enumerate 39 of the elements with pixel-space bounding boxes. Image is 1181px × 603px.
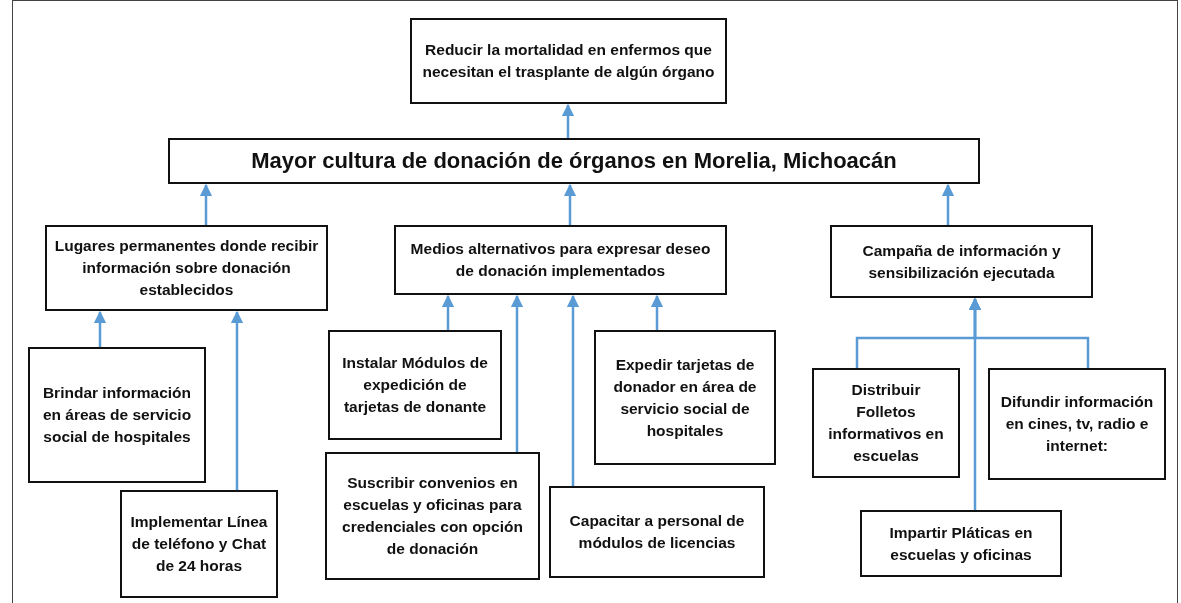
objective-box bbox=[830, 225, 1093, 298]
box-text: Brindar información en áreas de servicio social de hospitales bbox=[41, 383, 193, 447]
box-text: Capacitar a personal de módulos de licencias bbox=[568, 511, 746, 553]
box-text: Lugares permanentes donde recibir información sobre donación establecidos bbox=[53, 236, 320, 300]
box-text: Difundir información en cines, tv, radio e internet: bbox=[999, 392, 1155, 456]
box-text: Impartir Pláticas en escuelas y oficinas bbox=[888, 522, 1034, 565]
arrow bbox=[650, 294, 664, 330]
arrow bbox=[510, 294, 524, 452]
objective-box bbox=[860, 510, 1062, 577]
box-text: Campaña de información y sensibilización ejecutada bbox=[861, 240, 1062, 283]
arrow bbox=[561, 103, 575, 138]
arrow bbox=[230, 310, 244, 490]
box-text: Medios alternativos para expresar deseo de donación implementados bbox=[409, 239, 712, 281]
arrow bbox=[441, 294, 455, 330]
box-text: Expedir tarjetas de donador en área de servicio social de hospitales bbox=[612, 354, 758, 441]
objective-box bbox=[549, 486, 765, 578]
objective-box bbox=[812, 368, 960, 478]
arrow bbox=[93, 310, 107, 347]
arrow bbox=[566, 294, 580, 486]
box-text: Mayor cultura de donación de órganos en Morelia, Michoacán bbox=[251, 148, 897, 174]
box-text: Instalar Módulos de expedición de tarjetas de donante bbox=[341, 353, 489, 417]
objective-box bbox=[328, 330, 502, 440]
box-text: Implementar Línea de teléfono y Chat de 24 horas bbox=[129, 512, 269, 576]
arrow bbox=[968, 297, 982, 510]
arrow bbox=[199, 183, 213, 225]
objective-box bbox=[410, 18, 727, 104]
goal-box bbox=[168, 138, 980, 184]
box-text: Distribuir Folletos informativos en escuelas bbox=[827, 380, 945, 466]
objective-box bbox=[28, 347, 206, 483]
arrow bbox=[563, 183, 577, 225]
objective-box bbox=[45, 225, 328, 311]
arrow bbox=[941, 183, 955, 225]
objective-box bbox=[394, 225, 727, 295]
objective-box bbox=[120, 490, 278, 598]
objective-box bbox=[594, 330, 776, 465]
box-text: Reducir la mortalidad en enfermos que necesitan el trasplante de algún órgano bbox=[421, 40, 716, 82]
objective-box bbox=[325, 452, 540, 580]
objective-box bbox=[988, 368, 1166, 480]
box-text: Suscribir convenios en escuelas y oficinas para credenciales con opción de donación bbox=[341, 473, 524, 559]
